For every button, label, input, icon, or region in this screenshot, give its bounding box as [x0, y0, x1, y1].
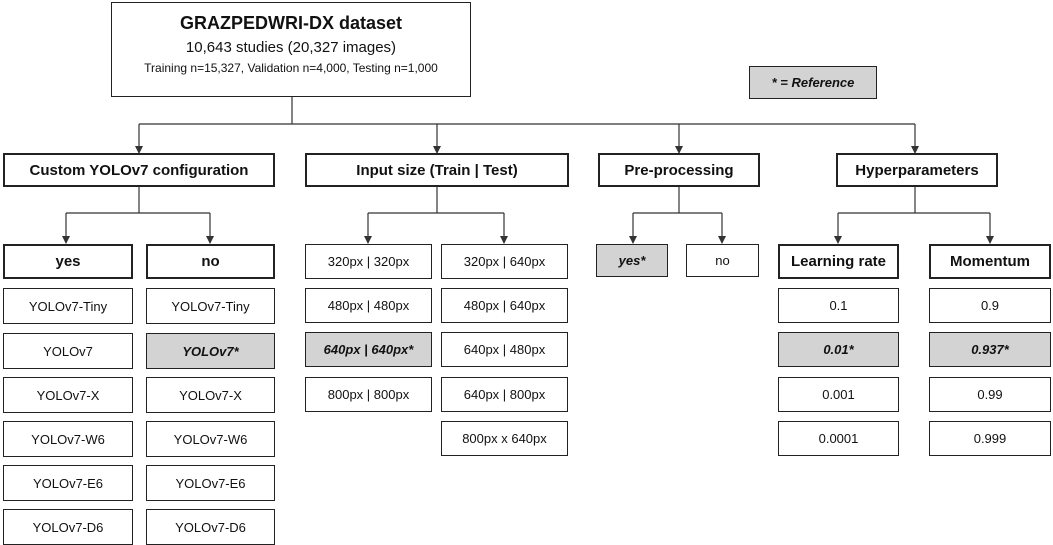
list-item: YOLOv7	[3, 333, 133, 369]
list-item: 640px | 800px	[441, 377, 568, 412]
subheader-yes: yes	[3, 244, 133, 279]
list-item: 480px | 480px	[305, 288, 432, 323]
list-item: YOLOv7-X	[3, 377, 133, 413]
subheader-learning-rate: Learning rate	[778, 244, 899, 279]
dataset-studies: 10,643 studies (20,327 images)	[185, 39, 397, 56]
list-item: YOLOv7-D6	[3, 509, 133, 545]
dataset-split: Training n=15,327, Validation n=4,000, T…	[144, 61, 438, 75]
list-item: 0.9	[929, 288, 1051, 323]
dataset-title: GRAZPEDWRI-DX dataset	[179, 13, 403, 33]
list-item: 0.99	[929, 377, 1051, 412]
list-item: YOLOv7-X	[146, 377, 275, 413]
list-item-reference: 0.01*	[778, 332, 899, 367]
header-pre-processing: Pre-processing	[598, 153, 760, 187]
list-item: 800px x 640px	[441, 421, 568, 456]
list-item-reference: 640px | 640px*	[305, 332, 432, 367]
list-item: YOLOv7-Tiny	[146, 288, 275, 324]
header-custom-config: Custom YOLOv7 configuration	[3, 153, 275, 187]
prep-no: no	[686, 244, 759, 277]
list-item: 0.999	[929, 421, 1051, 456]
list-item: YOLOv7-E6	[3, 465, 133, 501]
list-item: 800px | 800px	[305, 377, 432, 412]
list-item-reference: 0.937*	[929, 332, 1051, 367]
list-item: YOLOv7-W6	[146, 421, 275, 457]
list-item: 480px | 640px	[441, 288, 568, 323]
list-item: 0.1	[778, 288, 899, 323]
list-item: 320px | 640px	[441, 244, 568, 279]
header-input-size: Input size (Train | Test)	[305, 153, 569, 187]
list-item: 0.001	[778, 377, 899, 412]
subheader-no: no	[146, 244, 275, 279]
header-hyperparameters: Hyperparameters	[836, 153, 998, 187]
prep-yes: yes*	[596, 244, 668, 277]
reference-legend: * = Reference	[749, 66, 877, 99]
list-item: YOLOv7-D6	[146, 509, 275, 545]
subheader-momentum: Momentum	[929, 244, 1051, 279]
list-item: 320px | 320px	[305, 244, 432, 279]
list-item-reference: YOLOv7*	[146, 333, 275, 369]
list-item: YOLOv7-E6	[146, 465, 275, 501]
list-item: YOLOv7-Tiny	[3, 288, 133, 324]
list-item: 0.0001	[778, 421, 899, 456]
list-item: 640px | 480px	[441, 332, 568, 367]
dataset-box: GRAZPEDWRI-DX dataset 10,643 studies (20…	[111, 2, 471, 97]
list-item: YOLOv7-W6	[3, 421, 133, 457]
